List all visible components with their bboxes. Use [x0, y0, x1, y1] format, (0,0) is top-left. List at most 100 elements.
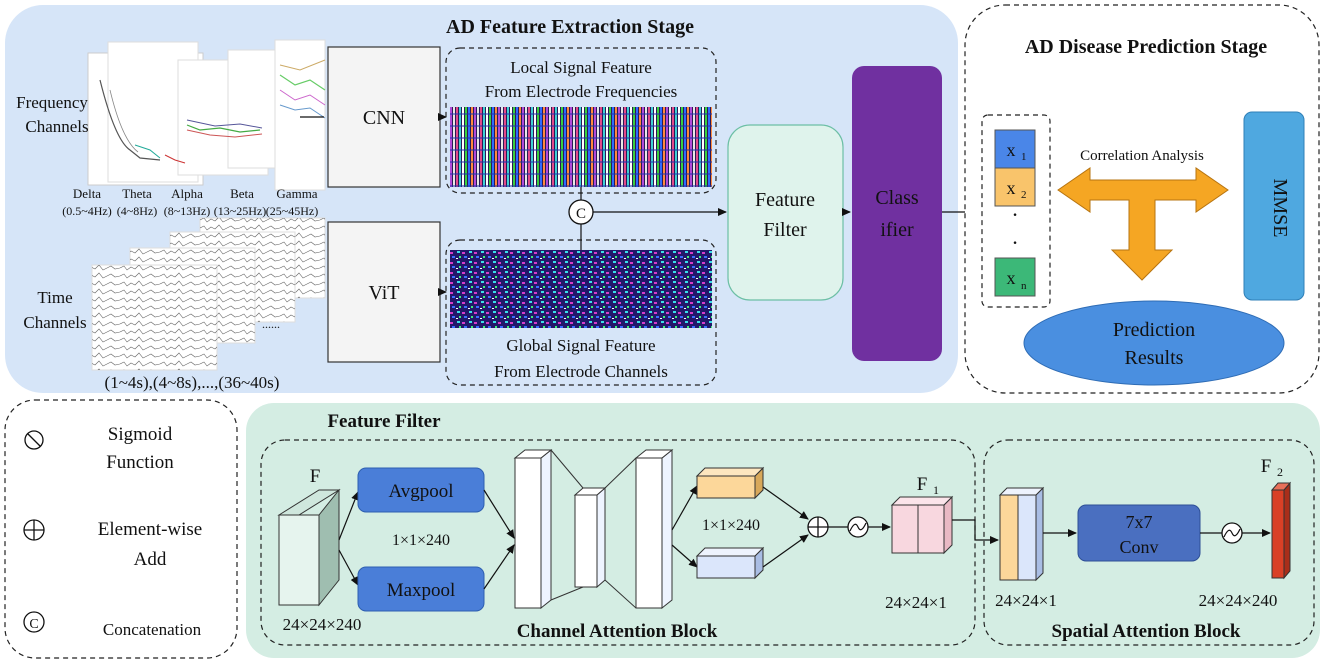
f1-dims-label: 24×24×1 [885, 593, 947, 612]
channel-attention-label: Channel Attention Block [517, 621, 718, 642]
spatial-attention-label: Spatial Attention Block [1052, 621, 1241, 642]
frequency-spectrum-images [87, 39, 326, 191]
band-range: (0.5~4Hz) [62, 204, 111, 218]
band-name: Gamma [276, 186, 317, 201]
arrow-connector [338, 491, 359, 541]
band-name: Delta [73, 186, 101, 201]
f2-label: F [1261, 456, 1272, 477]
f2-dims-label: 24×24×240 [1199, 591, 1278, 610]
feature-xn-cell [994, 257, 1036, 297]
spatial-attention-box [983, 439, 1315, 646]
f2-map [1270, 481, 1292, 580]
feature-x1-sub: 1 [1021, 151, 1027, 163]
vit-label: ViT [368, 282, 399, 304]
arrow-connector [671, 485, 698, 531]
time-label-1: Time [37, 288, 72, 307]
local-feature-label-1: Local Signal Feature [510, 58, 652, 77]
avg-vector [695, 466, 765, 500]
mmse-block [1243, 111, 1305, 301]
concat-legend-glyph: C [29, 617, 38, 632]
time-ellipsis: ...... [262, 317, 280, 331]
arrow-connector [762, 486, 809, 520]
feature-filter-title: Feature Filter [327, 411, 441, 432]
band-name: Beta [230, 186, 254, 201]
cnn-label: CNN [363, 107, 405, 129]
spatial-sigmoid-icon [1221, 522, 1243, 544]
global-feature-label-1: Global Signal Feature [506, 336, 655, 355]
add-icon [23, 519, 45, 541]
frequency-label-2: Channels [25, 117, 88, 136]
prediction-results-ellipse [1023, 300, 1285, 386]
correlation-label: Correlation Analysis [1080, 148, 1204, 164]
extraction-stage-title: AD Feature Extraction Stage [446, 16, 694, 38]
prediction-label-1: Prediction [1113, 319, 1195, 341]
feature-filter-block [727, 124, 844, 301]
arrow-connector [483, 489, 515, 539]
band-range: (25~45Hz) [266, 204, 318, 218]
input-dims-label: 24×24×240 [283, 615, 362, 634]
sigmoid-node-icon [847, 516, 869, 538]
time-label-2: Channels [23, 313, 86, 332]
arrow-connector [671, 544, 698, 568]
feature-x1-label: x [1007, 140, 1016, 160]
sigmoid-icon [24, 430, 44, 450]
feature-x2-label: x [1007, 178, 1016, 198]
legend-concat-label: Concatenation [103, 620, 202, 639]
frequency-label-1: Frequency [16, 93, 88, 112]
maxpool-label: Maxpool [387, 580, 456, 601]
global-feature-map [450, 250, 712, 328]
local-feature-map [450, 107, 712, 187]
f1-cube [890, 495, 954, 555]
spatial-feature-maps [998, 486, 1045, 582]
feature-vector-box [981, 114, 1051, 308]
arrow-connector [952, 519, 999, 544]
vit-block [327, 221, 441, 363]
classifier-label-1: Class [875, 187, 919, 209]
input-f-label: F [310, 466, 321, 487]
conv-label-1: 7x7 [1126, 512, 1153, 532]
conv-label-2: Conv [1119, 537, 1158, 557]
band-labels: Delta (0.5~4Hz) Theta (4~8Hz) Alpha (8~1… [62, 186, 318, 218]
global-feature-label-2: From Electrode Channels [494, 362, 668, 381]
pool-dims-label: 1×1×240 [392, 532, 450, 549]
local-feature-label-2: From Electrode Frequencies [485, 82, 678, 101]
arrow-connector [762, 534, 809, 568]
feature-x2-cell [994, 167, 1036, 207]
avgpool-label: Avgpool [388, 481, 453, 502]
f2-sub: 2 [1277, 465, 1283, 479]
feature-dots: · [1011, 202, 1018, 227]
arrow-connector [338, 549, 359, 586]
band-name: Theta [122, 186, 152, 201]
band-name: Alpha [171, 186, 203, 201]
classifier-label-2: ifier [880, 219, 914, 241]
concat-icon-glyph: C [576, 206, 586, 222]
channel-attention-box [260, 439, 976, 646]
f1-sub: 1 [933, 483, 939, 497]
mlp-dims-label: 1×1×240 [702, 517, 760, 534]
band-range: (13~25Hz) [214, 204, 266, 218]
legend-sigmoid-label-2: Function [106, 452, 174, 473]
legend-panel [4, 399, 238, 659]
feature-filter-label-1: Feature [755, 189, 815, 211]
feature-xn-sub: n [1021, 280, 1027, 292]
classifier-block [852, 66, 942, 361]
cnn-block [327, 46, 441, 188]
time-windows-label: (1~4s),(4~8s),...,(36~40s) [105, 373, 280, 392]
feature-x1-cell [994, 129, 1036, 169]
mlp-layers [513, 448, 674, 610]
max-vector [695, 546, 765, 580]
legend-add-label-1: Element-wise [98, 519, 202, 540]
legend-add-label-2: Add [134, 549, 167, 570]
feature-filter-label-2: Filter [763, 219, 807, 241]
time-series-images [91, 217, 326, 371]
spatial-dims-label: 24×24×1 [995, 591, 1057, 610]
element-add-icon [807, 516, 829, 538]
legend-sigmoid-label-1: Sigmoid [108, 424, 173, 445]
feature-dots: · [1011, 230, 1018, 255]
band-range: (4~8Hz) [117, 204, 157, 218]
band-range: (8~13Hz) [164, 204, 210, 218]
feature-x2-sub: 2 [1021, 189, 1027, 201]
input-feature-cube [277, 488, 341, 607]
